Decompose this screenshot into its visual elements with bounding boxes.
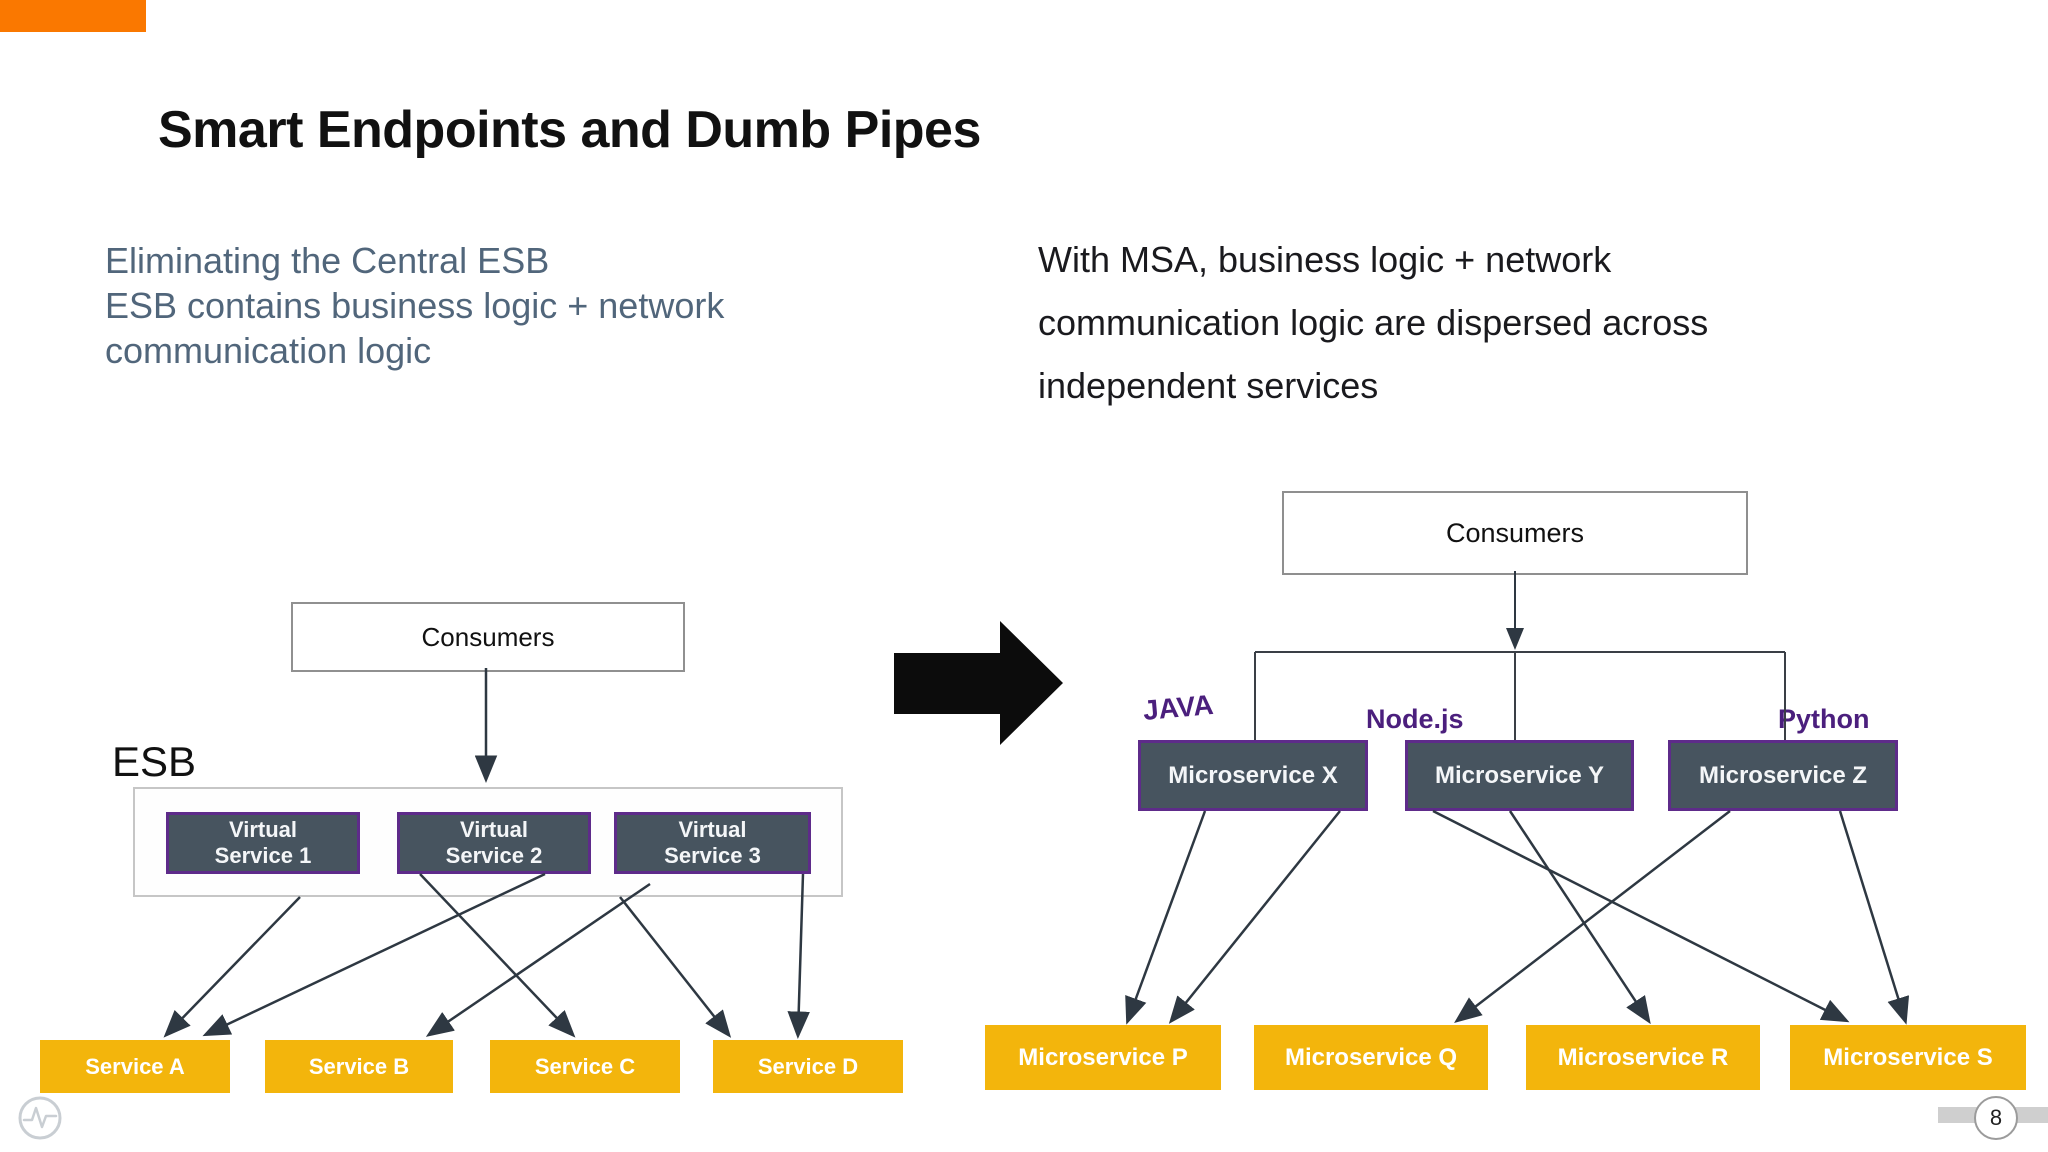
arrow-x-to-p2 — [1168, 810, 1341, 1024]
right-note: With MSA, business logic + network commu… — [1038, 228, 1708, 417]
service-c-box: Service C — [490, 1040, 680, 1093]
accent-bar — [0, 0, 146, 32]
service-d-box: Service D — [713, 1040, 903, 1093]
microservice-q-box: Microservice Q — [1254, 1025, 1488, 1090]
virtual-service-3-line2: Service 3 — [664, 843, 761, 868]
left-note-line: Eliminating the Central ESB — [105, 240, 550, 281]
esb-label: ESB — [112, 738, 197, 785]
arrow-vs2-to-service-a — [202, 872, 546, 1037]
microservice-x-box: Microservice X — [1138, 740, 1368, 811]
arrow-x-to-p — [1125, 810, 1207, 1025]
microservice-s-box: Microservice S — [1790, 1025, 2026, 1090]
virtual-service-2-line2: Service 2 — [445, 843, 543, 868]
virtual-service-1-line1: Virtual — [228, 817, 298, 842]
microservice-z-label: Microservice Z — [1698, 761, 1868, 789]
left-consumers-label: Consumers — [421, 621, 555, 652]
arrow-y-to-r — [1508, 810, 1651, 1025]
microservice-q-label: Microservice Q — [1284, 1043, 1458, 1071]
left-note: Eliminating the Central ESB ESB contains… — [105, 238, 724, 373]
right-note-line: With MSA, business logic + network — [1038, 239, 1612, 280]
service-b-box: Service B — [265, 1040, 453, 1093]
arrow-vs3-to-service-d2 — [787, 873, 810, 1039]
arrow-y-to-s — [1432, 809, 1850, 1023]
microservice-r-box: Microservice R — [1526, 1025, 1760, 1090]
language-label-python: Python — [1778, 704, 1870, 734]
right-consumers-label: Consumers — [1445, 517, 1585, 548]
microservice-z-box: Microservice Z — [1668, 740, 1898, 811]
left-consumers-box: Consumers — [291, 602, 685, 672]
virtual-service-2-line1: Virtual — [459, 817, 529, 842]
microservice-y-label: Microservice Y — [1435, 761, 1604, 789]
language-label-nodejs: Node.js — [1366, 704, 1464, 734]
right-consumers-box: Consumers — [1282, 491, 1748, 575]
page-number-badge: 8 — [1974, 1096, 2018, 1140]
right-crossing-arrows — [1125, 809, 1910, 1025]
microservice-y-box: Microservice Y — [1405, 740, 1634, 811]
service-a-box: Service A — [40, 1040, 230, 1093]
arrow-z-to-q — [1454, 810, 1731, 1024]
microservice-s-label: Microservice S — [1823, 1043, 1993, 1071]
arrow-z-to-s — [1838, 810, 1910, 1025]
virtual-service-2-box: Virtual Service 2 — [397, 812, 591, 874]
virtual-service-3-box: Virtual Service 3 — [614, 812, 811, 874]
virtual-service-1-line2: Service 1 — [214, 843, 312, 868]
language-label-java: JAVA — [1141, 688, 1215, 727]
page-number: 8 — [1989, 1105, 2003, 1130]
arrow-vs2-to-service-c — [419, 873, 576, 1038]
arrow-vs3-to-service-b — [425, 882, 651, 1037]
microservice-r-label: Microservice R — [1557, 1043, 1729, 1071]
virtual-service-1-box: Virtual Service 1 — [166, 812, 360, 874]
left-note-line: communication logic — [105, 330, 432, 371]
slide-title: Smart Endpoints and Dumb Pipes — [158, 101, 981, 159]
microservice-p-box: Microservice P — [985, 1025, 1221, 1090]
left-note-line: ESB contains business logic + network — [105, 285, 725, 326]
service-b-label: Service B — [308, 1053, 410, 1079]
right-note-line: communication logic are dispersed across — [1038, 302, 1709, 343]
arrow-vs3-to-service-d — [619, 896, 732, 1038]
footer-logo-icon — [18, 1096, 62, 1140]
microservice-p-label: Microservice P — [1018, 1043, 1188, 1071]
transformation-arrow — [894, 621, 1063, 745]
service-c-label: Service C — [534, 1053, 636, 1079]
service-d-label: Service D — [757, 1053, 859, 1079]
microservice-x-label: Microservice X — [1168, 761, 1338, 789]
service-a-label: Service A — [85, 1053, 185, 1079]
virtual-service-3-line1: Virtual — [678, 817, 747, 842]
arrow-vs1-to-service-a — [163, 896, 301, 1038]
right-connector-tree — [1254, 651, 1786, 740]
right-note-line: independent services — [1038, 365, 1379, 406]
left-crossing-arrows — [163, 872, 810, 1039]
